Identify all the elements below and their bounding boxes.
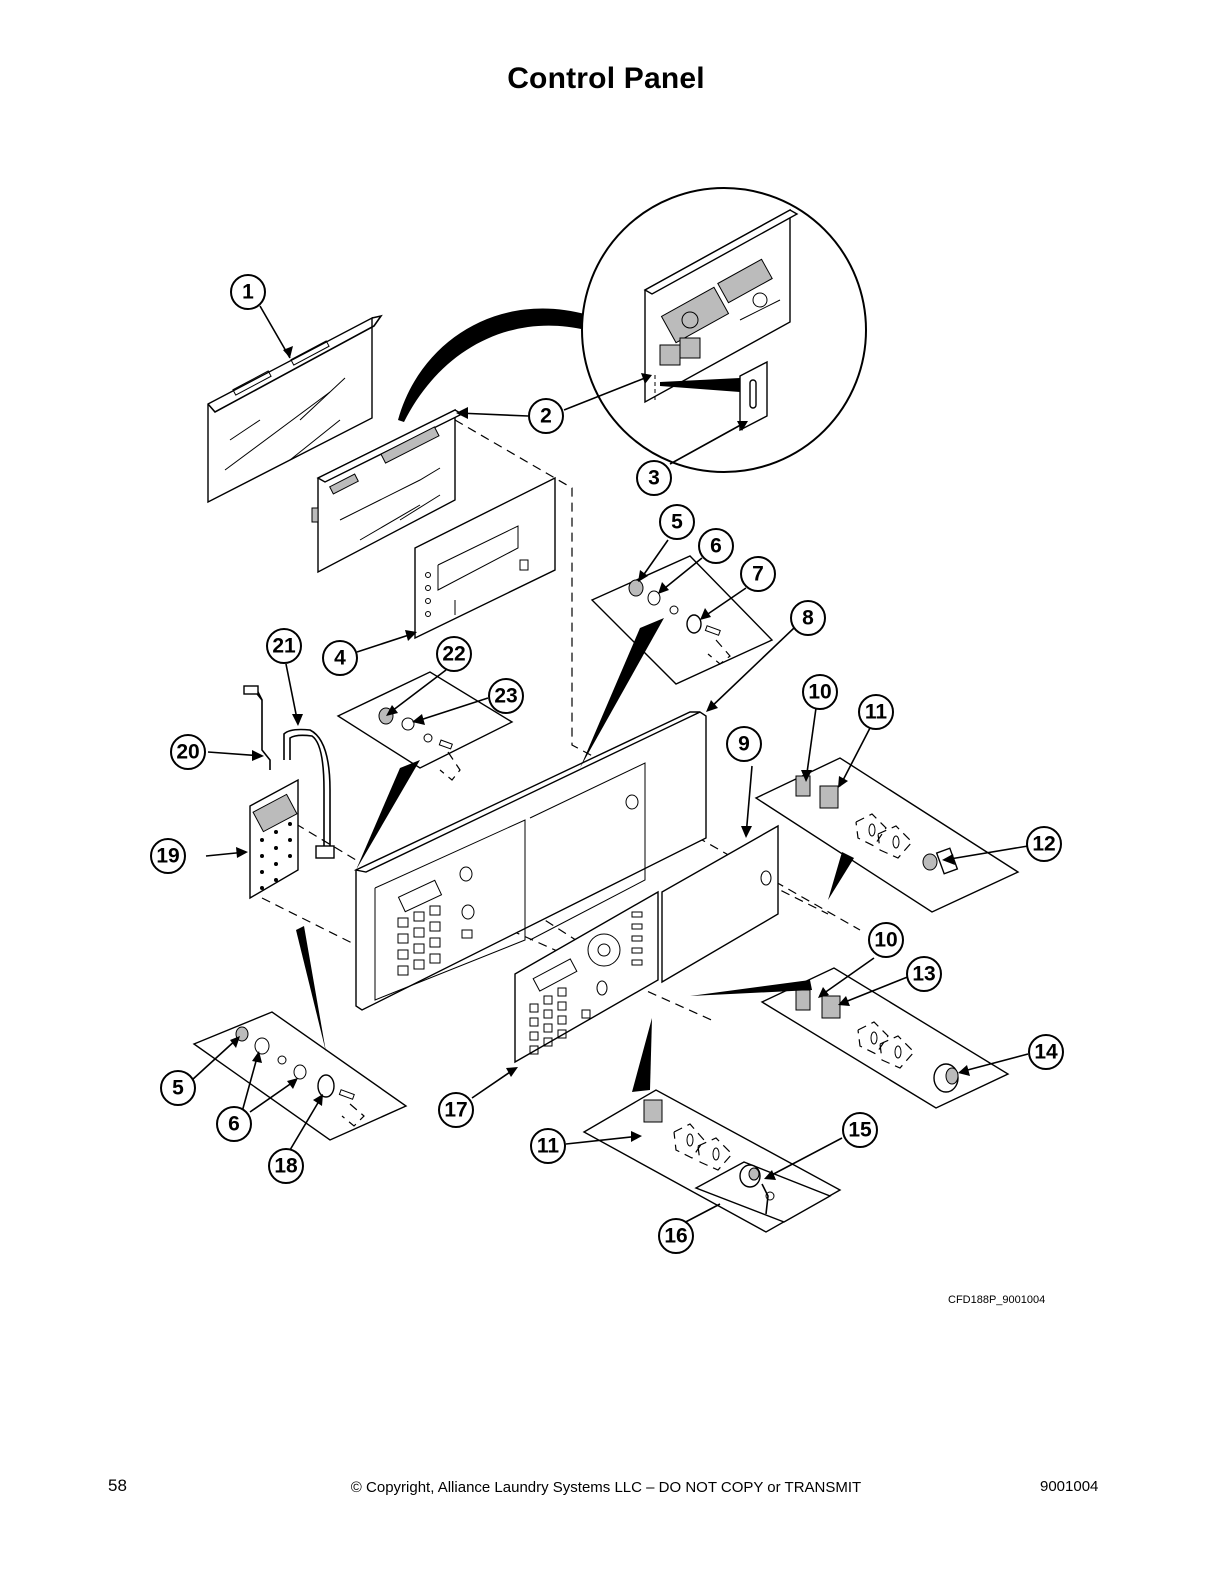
cover-sheet-part (207, 314, 383, 504)
callout-18: 18 (268, 1148, 304, 1184)
callout-21: 21 (266, 628, 302, 664)
svg-text:10: 10 (808, 681, 831, 704)
callout-22: 22 (436, 636, 472, 672)
svg-text:12: 12 (1032, 833, 1055, 856)
detail-box-5-6-18 (191, 926, 408, 1151)
callout-7: 7 (740, 556, 776, 592)
callout-2: 2 (528, 398, 564, 434)
callout-5-top: 5 (659, 504, 695, 540)
page-title: Control Panel (507, 62, 705, 95)
svg-text:15: 15 (848, 1119, 872, 1142)
callout-6-top: 6 (698, 528, 734, 564)
detail-box-11-15-16 (565, 1018, 843, 1233)
svg-text:16: 16 (664, 1225, 687, 1248)
callout-16: 16 (658, 1218, 694, 1254)
svg-text:1: 1 (242, 281, 254, 304)
callout-11-lower: 11 (530, 1128, 566, 1164)
svg-text:8: 8 (802, 607, 814, 630)
svg-text:22: 22 (442, 643, 465, 666)
detail-box-5-6-7 (580, 539, 774, 768)
detail-magnifier (398, 187, 867, 473)
svg-text:5: 5 (172, 1077, 184, 1100)
detail-box-10-13-14 (690, 957, 1029, 1109)
callout-4: 4 (322, 640, 358, 676)
callout-5-bottom: 5 (160, 1070, 196, 1106)
svg-text:3: 3 (648, 467, 660, 490)
callout-17: 17 (438, 1092, 474, 1128)
callout-14: 14 (1028, 1034, 1064, 1070)
svg-text:5: 5 (671, 511, 683, 534)
callout-12: 12 (1026, 826, 1062, 862)
leader-lines-top (259, 305, 748, 653)
callout-8: 8 (790, 600, 826, 636)
detail-box-10-11-12 (754, 707, 1029, 913)
svg-text:6: 6 (228, 1113, 240, 1136)
svg-text:17: 17 (444, 1099, 467, 1122)
document-number: 9001004 (1040, 1478, 1099, 1495)
svg-text:19: 19 (156, 845, 179, 868)
svg-text:14: 14 (1034, 1041, 1058, 1064)
callout-10-lower: 10 (868, 922, 904, 958)
callout-3: 3 (636, 460, 672, 496)
svg-text:9: 9 (738, 733, 750, 756)
wire-harness-part (283, 663, 335, 859)
copyright-notice: © Copyright, Alliance Laundry Systems LL… (350, 1479, 862, 1496)
callout-9: 9 (726, 726, 762, 762)
svg-text:11: 11 (865, 701, 888, 724)
callout-13: 13 (906, 956, 942, 992)
svg-text:4: 4 (334, 647, 346, 670)
callout-15: 15 (842, 1112, 878, 1148)
svg-text:20: 20 (176, 741, 199, 764)
svg-text:7: 7 (752, 563, 764, 586)
svg-text:18: 18 (274, 1155, 298, 1178)
detail-box-22-23 (336, 669, 514, 870)
callout-23: 23 (488, 678, 524, 714)
svg-text:23: 23 (494, 685, 517, 708)
figure-id: CFD188P_9001004 (948, 1294, 1046, 1306)
callout-19: 19 (150, 838, 186, 874)
callout-6-bottom: 6 (216, 1106, 252, 1142)
svg-text:11: 11 (537, 1135, 560, 1158)
blank-overlay-part (661, 765, 779, 984)
display-board-part (205, 778, 299, 900)
control-board-part (311, 408, 464, 574)
mounting-plate-part (414, 476, 556, 640)
callout-20: 20 (170, 734, 206, 770)
page-number: 58 (108, 1476, 127, 1495)
svg-text:2: 2 (540, 405, 552, 428)
callout-10-upper: 10 (802, 674, 838, 710)
callout-11-upper: 11 (858, 694, 894, 730)
panel-frame-part (353, 711, 707, 1011)
svg-text:13: 13 (912, 963, 935, 986)
keypad-overlay-part (471, 890, 659, 1099)
svg-text:6: 6 (710, 535, 722, 558)
callout-1: 1 (230, 274, 266, 310)
svg-text:21: 21 (272, 635, 296, 658)
ribbon-cable-part (207, 685, 271, 770)
svg-text:10: 10 (874, 929, 897, 952)
